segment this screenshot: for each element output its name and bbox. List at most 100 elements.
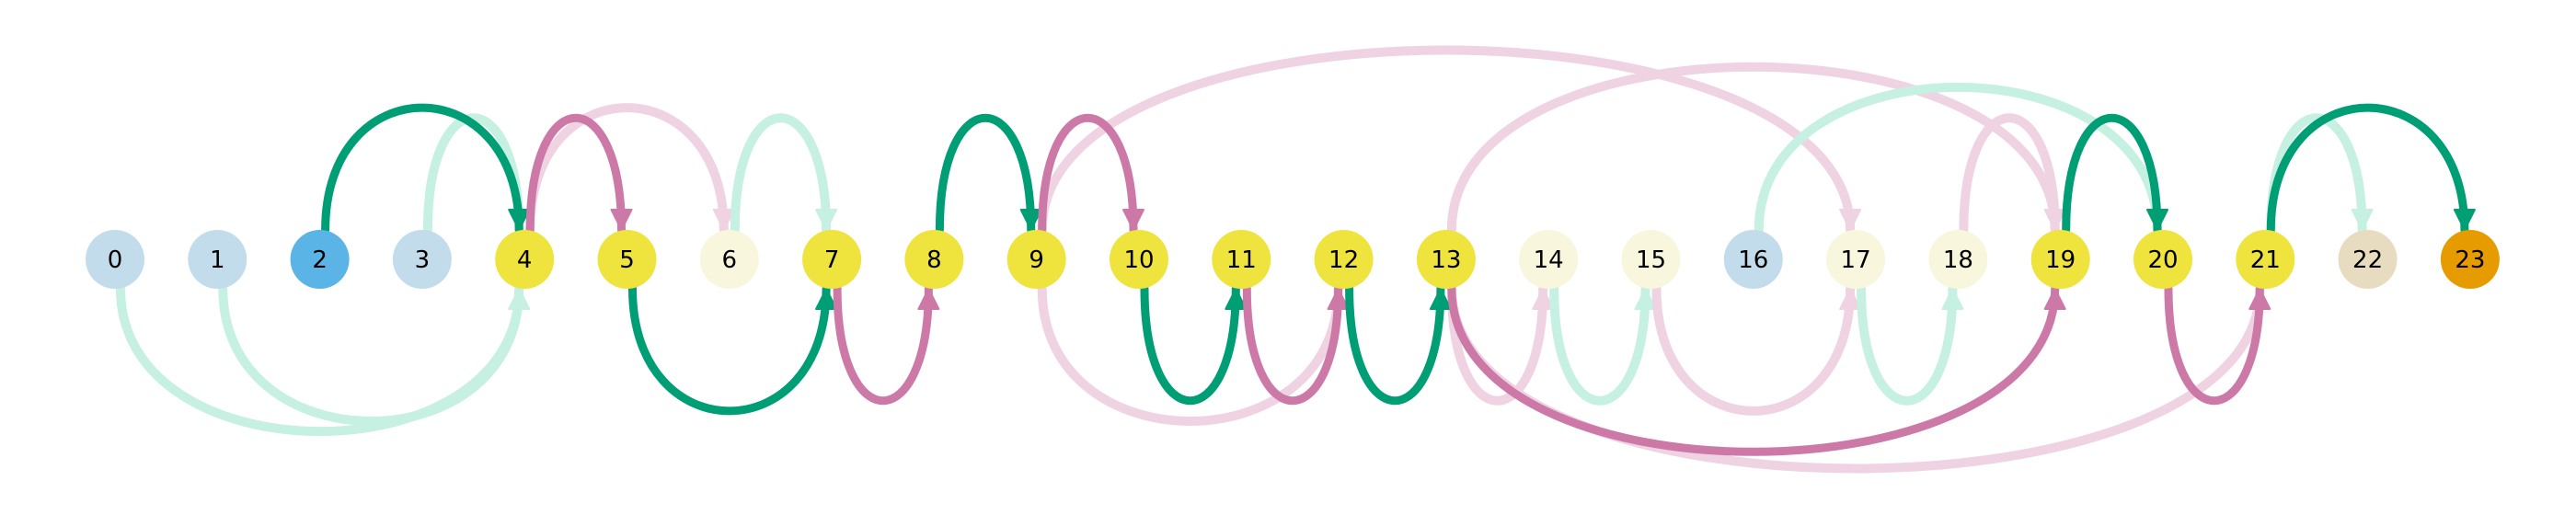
node-label: 5 xyxy=(619,246,635,274)
node-circle xyxy=(1006,230,1066,289)
node-13: 13 xyxy=(1416,230,1476,289)
edge-21-23-28 xyxy=(2266,103,2476,235)
node-21: 21 xyxy=(2236,230,2295,289)
node-circle xyxy=(1416,230,1476,289)
edge-line xyxy=(2062,114,2162,235)
arrowhead-icon xyxy=(1839,209,1862,231)
node-label: 9 xyxy=(1029,246,1044,274)
edge-line xyxy=(1140,284,1240,405)
node-circle xyxy=(1212,230,1271,289)
node-12: 12 xyxy=(1314,230,1374,289)
node-circle xyxy=(597,230,657,289)
node-10: 10 xyxy=(1110,230,1168,289)
node-label: 17 xyxy=(1841,246,1871,274)
edge-line xyxy=(833,284,933,405)
edge-21-22-27 xyxy=(2266,113,2374,235)
node-4: 4 xyxy=(495,230,555,289)
node-label: 10 xyxy=(1123,246,1154,274)
arrowhead-icon xyxy=(2248,288,2271,310)
node-18: 18 xyxy=(1928,230,1988,289)
node-circle xyxy=(1110,230,1168,289)
edge-line xyxy=(525,114,626,235)
node-circle xyxy=(1928,230,1988,289)
node-label: 8 xyxy=(926,246,942,274)
arrowhead-icon xyxy=(508,288,531,310)
arrowhead-icon xyxy=(2043,288,2066,310)
node-17: 17 xyxy=(1826,230,1886,289)
edges-layer xyxy=(116,45,2476,474)
node-1: 1 xyxy=(188,230,247,289)
node-7: 7 xyxy=(802,230,862,289)
edge-line xyxy=(1754,82,2162,235)
arrowhead-icon xyxy=(1019,209,1042,231)
edge-1-4-1 xyxy=(218,284,531,426)
node-label: 0 xyxy=(108,246,123,274)
node-label: 16 xyxy=(1738,246,1768,274)
node-circle xyxy=(2133,230,2192,289)
edge-14-15-20 xyxy=(1549,284,1657,406)
node-circle xyxy=(495,230,555,289)
node-label: 12 xyxy=(1328,246,1359,274)
edge-line xyxy=(628,284,831,416)
arrowhead-icon xyxy=(1634,288,1657,310)
edge-9-10-10 xyxy=(1038,114,1144,235)
edge-0-4-0 xyxy=(116,284,531,437)
node-circle xyxy=(2440,230,2500,289)
edge-17-18-23 xyxy=(1857,284,1964,406)
node-20: 20 xyxy=(2133,230,2192,289)
edge-line xyxy=(1242,284,1343,405)
node-23: 23 xyxy=(2440,230,2500,289)
edge-8-9-9 xyxy=(935,114,1042,235)
arrowhead-icon xyxy=(917,288,940,310)
edge-line xyxy=(1038,114,1138,235)
arrowhead-icon xyxy=(2351,209,2374,231)
edge-line xyxy=(1959,113,2060,235)
node-circle xyxy=(1723,230,1783,289)
edge-10-11-13 xyxy=(1140,284,1248,405)
arrowhead-icon xyxy=(1532,288,1555,310)
node-circle xyxy=(392,230,452,289)
node-label: 13 xyxy=(1431,246,1461,274)
edge-line xyxy=(2266,113,2367,235)
node-3: 3 xyxy=(392,230,452,289)
arrowhead-icon xyxy=(815,209,838,231)
node-label: 3 xyxy=(415,246,431,274)
node-label: 23 xyxy=(2455,246,2485,274)
edge-4-6-5 xyxy=(525,103,735,235)
node-19: 19 xyxy=(2030,230,2090,289)
node-circle xyxy=(1826,230,1886,289)
node-circle xyxy=(2338,230,2398,289)
edge-5-7-6 xyxy=(628,284,838,416)
edge-line xyxy=(525,103,729,235)
edge-2-4-2 xyxy=(321,103,531,235)
node-label: 18 xyxy=(1943,246,1973,274)
node-circle xyxy=(2030,230,2090,289)
edge-line xyxy=(422,113,524,235)
node-label: 20 xyxy=(2147,246,2178,274)
edge-12-13-15 xyxy=(1345,284,1452,405)
node-circle xyxy=(802,230,862,289)
node-label: 21 xyxy=(2250,246,2281,274)
node-label: 14 xyxy=(1534,246,1564,274)
node-14: 14 xyxy=(1519,230,1579,289)
arrowhead-icon xyxy=(1122,209,1144,231)
node-circle xyxy=(86,230,144,289)
edge-line xyxy=(321,103,523,235)
edge-line xyxy=(935,114,1036,235)
node-circle xyxy=(904,230,964,289)
edge-line xyxy=(730,113,832,235)
node-5: 5 xyxy=(597,230,657,289)
node-2: 2 xyxy=(290,230,350,289)
arrowhead-icon xyxy=(1327,288,1350,310)
node-9: 9 xyxy=(1006,230,1066,289)
edge-line xyxy=(1549,284,1650,406)
arrowhead-icon xyxy=(1225,288,1248,310)
edge-7-8-8 xyxy=(833,284,940,405)
arrowhead-icon xyxy=(1941,288,1964,310)
node-label: 4 xyxy=(517,246,533,274)
arrowhead-icon xyxy=(2043,209,2066,231)
node-circle xyxy=(1621,230,1681,289)
edge-line xyxy=(1857,284,1958,406)
